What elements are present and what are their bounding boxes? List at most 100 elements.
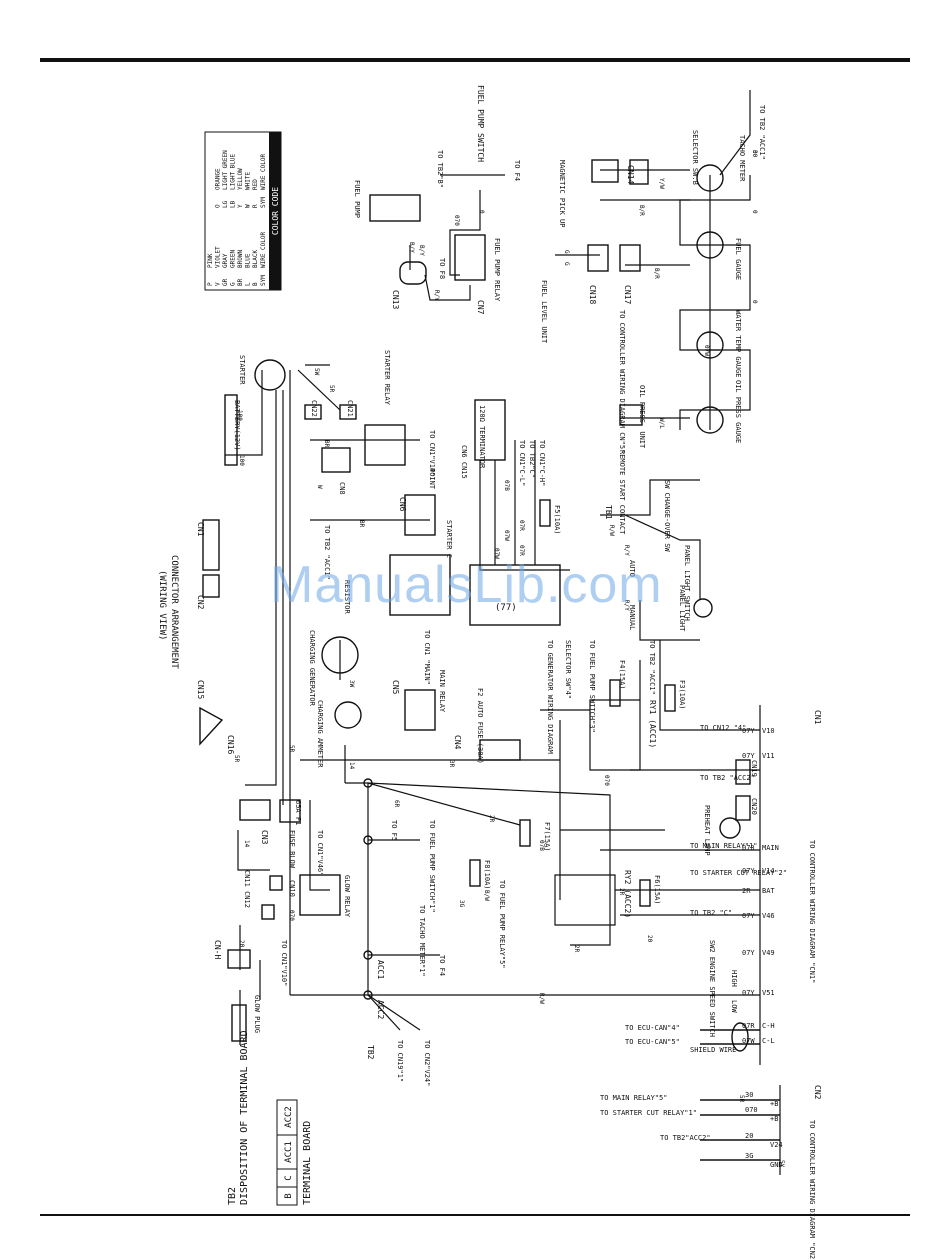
- wire-mark: 3G: [458, 900, 465, 908]
- components: [199, 159, 780, 1161]
- label-to-tb2-b: TO TB2"B": [436, 150, 444, 188]
- label-glow-relay: GLOW RELAY: [343, 875, 351, 918]
- tb-cell-acc2: ACC2: [284, 1106, 294, 1128]
- cn3-connector: [239, 799, 271, 821]
- label-to-cn1-v14: TO CN1"V14": [428, 430, 436, 476]
- label-preheat-lamp: PREHEAT LAMP: [703, 805, 711, 856]
- wire-mark: 070: [453, 215, 460, 226]
- disposition-title: DISPOSITION OF TERMINAL BOARD: [239, 1030, 250, 1205]
- cn1-wire-7: 07Y: [742, 989, 755, 997]
- label-low: LOW: [730, 1000, 738, 1013]
- label-panel-light-switch: PANEL LIGHT SWITCH: [683, 545, 691, 621]
- label-to-f5: TO F5: [390, 820, 398, 841]
- tb-cell-acc1: ACC1: [284, 1141, 294, 1163]
- label-manual: MANUAL: [628, 605, 636, 630]
- label-tb1: TB1: [604, 505, 613, 520]
- wire-mark: 3R: [448, 760, 455, 768]
- label-f2-auto-fuse: F2 AUTO FUSE (30A): [476, 688, 484, 764]
- label-point: POINT: [428, 468, 436, 490]
- cn1-wire-2: 070: [742, 844, 755, 852]
- can-wires: [700, 1029, 760, 1045]
- label-charging-ammeter: CHARGING AMMETER: [316, 700, 324, 768]
- cn1-pin-4: BAT: [762, 887, 775, 895]
- tb2-node-acc1: [363, 950, 373, 960]
- cn1-wire-3: 07Y: [742, 867, 755, 875]
- cn1-pin-1: V11: [762, 752, 775, 760]
- label-to-tb2-c-right: TO TB2 "C": [690, 909, 732, 917]
- label-cn5: CN5: [391, 680, 400, 695]
- label-f8: F8(10A): [483, 860, 491, 890]
- cn2-wire-0: 30: [745, 1091, 753, 1099]
- label-cn15-small: CN15: [196, 680, 205, 699]
- label-selector-sw-b: SELECTOR SW.B: [691, 130, 699, 185]
- wire-mark: B/W: [483, 890, 490, 901]
- fuse-f8: [469, 859, 481, 887]
- label-high: HIGH: [730, 970, 738, 987]
- wire-mark: 07R: [518, 545, 525, 556]
- cn20-connector: [735, 795, 751, 821]
- label-to-tb2-acc1-c: TO TB2 "ACC1": [648, 640, 656, 695]
- label-panel-light: PANEL LIGHT: [678, 585, 686, 632]
- wire-mark: B/Y: [418, 245, 425, 256]
- label-to-cn1-v10: TO CN1"V10": [280, 940, 288, 986]
- charging-ammeter: [334, 701, 362, 729]
- fuse-f3: [664, 684, 676, 712]
- wire-mark: 2R: [573, 945, 580, 953]
- color-code-cell: BROWN: [237, 250, 244, 268]
- wire-mark: 07W: [503, 530, 510, 541]
- label-to-starter-cut-2: TO STARTER CUT RELAY"2": [690, 869, 787, 877]
- color-code-cell: VIOLET: [215, 246, 222, 268]
- tb-cell-c: C: [284, 1175, 294, 1180]
- starter-motor: [254, 359, 286, 391]
- starter-relay-box: [364, 424, 406, 466]
- label-f7: F7(15A): [543, 822, 551, 852]
- label-to-f4-top: TO F4: [513, 160, 521, 181]
- label-to-generator-wiring: TO GENERATOR WIRING DIAGRAM: [546, 640, 554, 754]
- color-code-cell: B: [252, 282, 259, 286]
- label-cn7: CN7: [476, 300, 485, 315]
- wire-mark: 5W: [313, 368, 320, 376]
- color-code-cell: GR: [222, 278, 229, 286]
- color-code-cell: WHITE: [245, 172, 252, 190]
- auto-fuse-f2: [479, 739, 521, 761]
- cn1-wire-9: 07W: [742, 1037, 755, 1045]
- fuse-f4: [609, 679, 621, 707]
- label-fuse-blow: FUSE BLOW: [288, 830, 296, 869]
- wire-color-marks: 00007WW/LY/WB/RGB/RGB/YR/Y0700B/Y5W5R100…: [233, 150, 785, 1168]
- color-code-cell: GREEN: [230, 250, 237, 268]
- label-cn19: CN19: [750, 760, 758, 777]
- tb2-bottom-label: TB2: [227, 1187, 238, 1205]
- wire-mark: B/R: [653, 268, 660, 279]
- label-to-cn1-ch: TO CN1"C-H": [538, 440, 546, 486]
- cn2-pin-0: +B: [770, 1100, 778, 1108]
- color-code-header: WIRE COLOR: [260, 153, 267, 190]
- wire-mark: 100: [236, 410, 243, 421]
- label-cn-h: CN-H: [213, 940, 222, 959]
- color-code-cell: G: [230, 282, 237, 286]
- label-acc1: ACC1: [376, 960, 385, 979]
- cn2-wire-1: 070: [745, 1106, 758, 1114]
- label-to-tb2-c: TO TB2"C": [528, 440, 536, 478]
- wire-mark: 070: [603, 775, 610, 786]
- shield-wire-ellipse: [731, 1022, 749, 1052]
- label-tacho-meter: TACHO METER: [738, 135, 746, 182]
- cn17-connector: [619, 244, 641, 272]
- wire-mark: B/R: [638, 205, 645, 216]
- color-code-cell: Y: [237, 204, 244, 208]
- label-fuel-pump-relay: FUEL PUMP RELAY: [493, 238, 501, 302]
- color-code-cell: LIGHT BLUE: [230, 153, 237, 190]
- tacho-meter-gauge: [696, 164, 724, 192]
- cn2-wire-3: 3G: [745, 1152, 753, 1160]
- cn-h-connector: [227, 949, 251, 969]
- tb2-node-b: [363, 778, 373, 788]
- label-to-tacho-meter1: TO TACHO METER"1": [418, 905, 426, 977]
- wire-mark: 20: [238, 940, 245, 948]
- wire-mark: 07W: [703, 345, 710, 356]
- label-oil-press-unit: OIL PRESS. UNIT: [638, 385, 646, 449]
- fuse-f5: [539, 499, 551, 527]
- cn1-pin-6: V49: [762, 949, 775, 957]
- color-code-cell: BLUE: [245, 253, 252, 268]
- cn1-wire-5: 07Y: [742, 912, 755, 920]
- wire-mark: R/W: [608, 525, 615, 536]
